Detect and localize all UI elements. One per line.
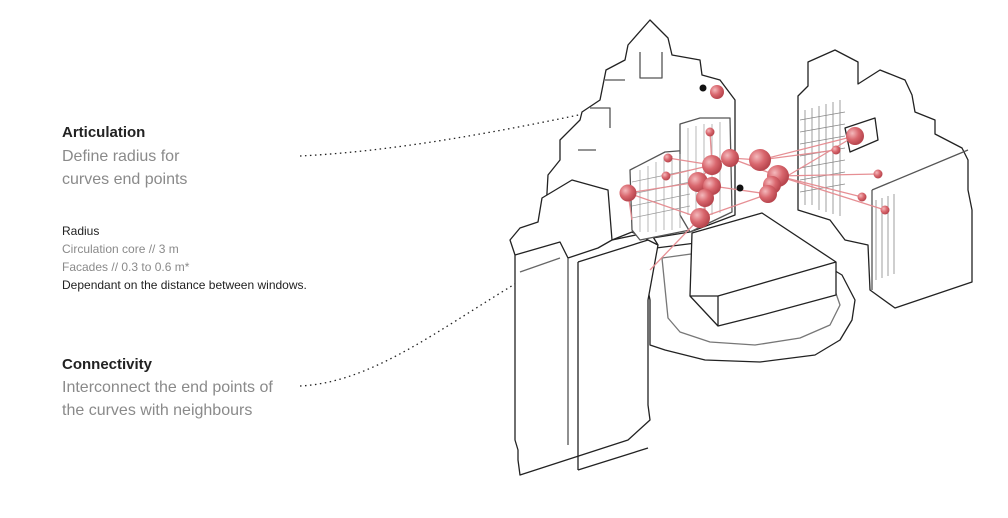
articulation-line-1: Define radius for bbox=[62, 148, 180, 165]
node-sphere bbox=[857, 192, 867, 202]
radius-note: Dependant on the distance between window… bbox=[62, 278, 307, 292]
node-sphere bbox=[846, 127, 864, 145]
node-sphere bbox=[702, 155, 722, 175]
node-sphere bbox=[661, 171, 671, 181]
articulation-nodes bbox=[619, 85, 890, 228]
node-sphere bbox=[619, 184, 637, 202]
radius-facades: Facades // 0.3 to 0.6 m* bbox=[62, 260, 190, 274]
connectivity-leader-dot bbox=[736, 184, 744, 192]
node-sphere bbox=[688, 172, 708, 192]
connectivity-line-2: the curves with neighbours bbox=[62, 402, 253, 419]
radius-heading: Radius bbox=[62, 224, 100, 238]
node-sphere bbox=[759, 185, 777, 203]
node-sphere bbox=[710, 85, 724, 99]
node-sphere bbox=[690, 208, 710, 228]
node-sphere bbox=[705, 127, 715, 137]
connectivity-heading: Connectivity bbox=[62, 356, 153, 373]
node-sphere bbox=[880, 205, 890, 215]
building-massing bbox=[509, 19, 973, 476]
articulation-heading: Articulation bbox=[62, 124, 146, 141]
node-sphere bbox=[696, 189, 714, 207]
node-sphere bbox=[831, 145, 841, 155]
connectivity-line-1: Interconnect the end points of bbox=[62, 379, 273, 396]
articulation-leader-dot bbox=[699, 84, 707, 92]
connectivity-description: Interconnect the end points of the curve… bbox=[62, 376, 273, 422]
articulation-line-2: curves end points bbox=[62, 171, 188, 188]
radius-core: Circulation core // 3 m bbox=[62, 242, 179, 256]
node-sphere bbox=[663, 153, 673, 163]
articulation-description: Define radius for curves end points bbox=[62, 145, 187, 191]
node-sphere bbox=[721, 149, 739, 167]
node-sphere bbox=[749, 149, 771, 171]
node-sphere bbox=[873, 169, 883, 179]
